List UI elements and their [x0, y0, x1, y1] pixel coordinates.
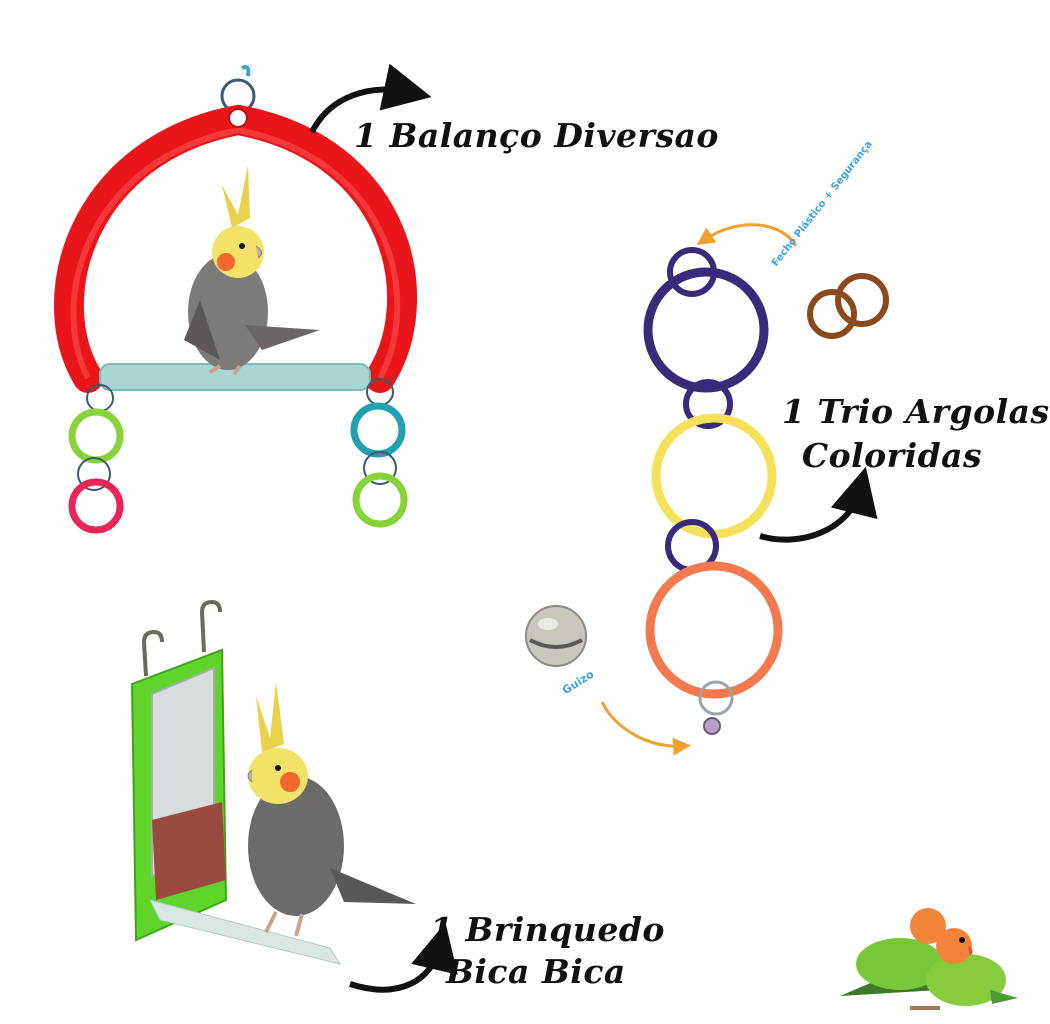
bell-image: [525, 605, 587, 667]
illustration-layer: [54, 63, 1018, 1010]
bell-arrow: [600, 701, 691, 756]
mirror-toy-image: [130, 599, 416, 965]
lovebirds-image: [840, 908, 1018, 1010]
swing-toy-image: [54, 65, 418, 534]
clasp-arrow: [696, 223, 798, 247]
rings-toy-image: [643, 247, 783, 735]
rings-arrow: [759, 466, 878, 543]
product-collage: 1 Balanço Diversao 1 Trio Argolas Colori…: [54, 63, 1050, 1010]
toy-label-line1: 1 Brinquedo: [430, 910, 665, 949]
swing-arrow: [309, 63, 432, 134]
swing-label: 1 Balanço Diversao: [354, 116, 719, 155]
plastic-clasp-image: [807, 273, 889, 339]
cockatiel-bird-image: [184, 165, 320, 376]
cockatiel-bird-image-2: [247, 682, 416, 937]
rings-label-line2: Coloridas: [801, 436, 983, 475]
toy-arrow: [349, 922, 458, 993]
toy-label-line2: Bica Bica: [446, 952, 626, 991]
rings-label-line1: 1 Trio Argolas: [782, 392, 1050, 431]
